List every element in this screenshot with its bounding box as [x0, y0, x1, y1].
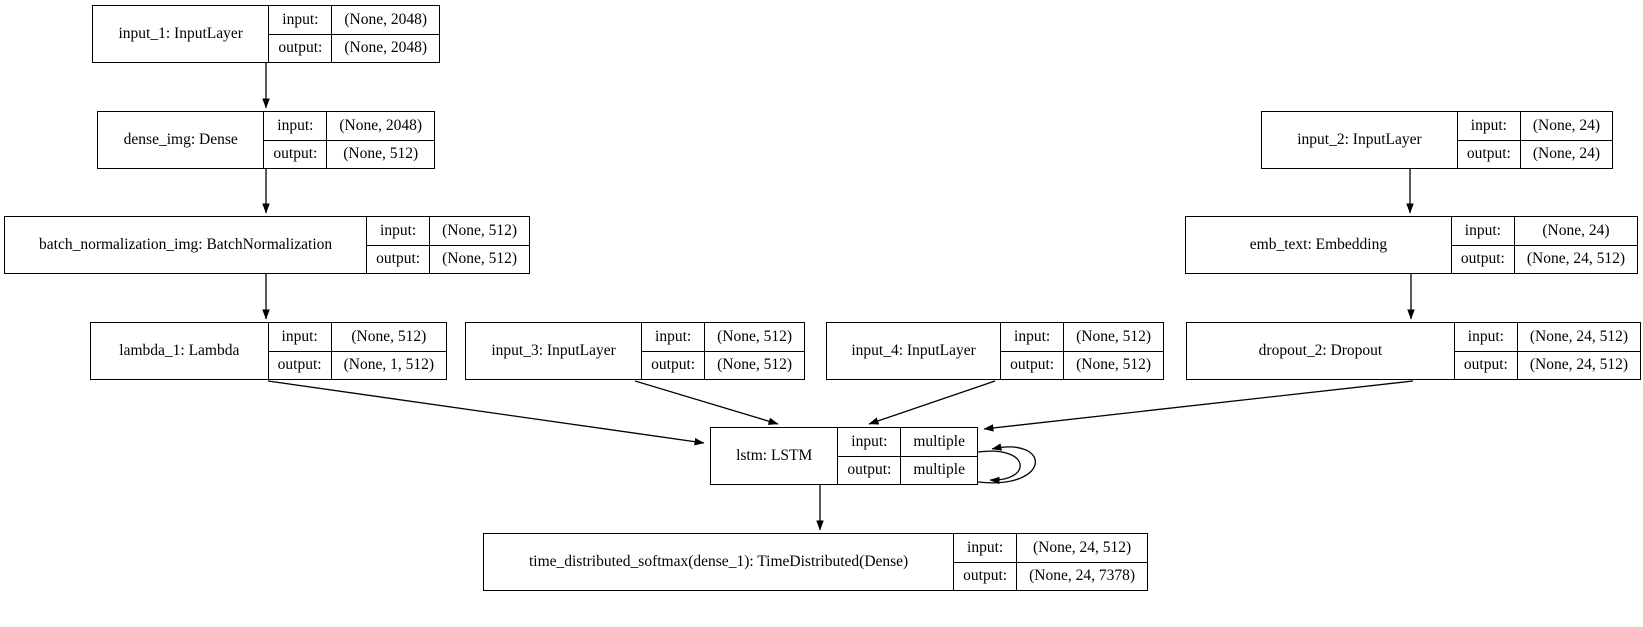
io-label-input: input: — [967, 538, 1004, 556]
io-label-output: output: — [367, 244, 430, 274]
output-shape: (None, 24) — [1520, 139, 1612, 169]
input-shape: (None, 512) — [442, 221, 517, 239]
output-shape: (None, 512) — [327, 139, 434, 169]
edge-lstm-self-loop-outer — [977, 443, 1036, 484]
edge-dropout2-to-lstm — [983, 380, 1414, 432]
node-time-distributed-softmax: time_distributed_softmax(dense_1): TimeD… — [483, 533, 1148, 591]
output-shape: (None, 512) — [430, 244, 529, 274]
io-label-input: input: — [1467, 327, 1504, 345]
input-shape: (None, 24) — [1532, 116, 1600, 134]
io-label-output: output: — [642, 350, 705, 380]
node-batch-normalization-img: batch_normalization_img: BatchNormalizat… — [4, 216, 530, 274]
input-shape: (None, 24, 512) — [1032, 538, 1132, 556]
layer-name: dropout_2: Dropout — [1258, 342, 1383, 359]
edge-lambda1-to-lstm — [267, 380, 705, 446]
io-label-output: output: — [268, 350, 331, 380]
node-lstm: lstm: LSTM input: output: multiple multi… — [710, 427, 978, 485]
layer-name: emb_text: Embedding — [1249, 236, 1388, 253]
node-input-2: input_2: InputLayer input: output: (None… — [1261, 111, 1613, 169]
layer-name: input_1: InputLayer — [118, 25, 243, 42]
layer-name: lstm: LSTM — [736, 447, 813, 464]
output-shape: (None, 24, 7378) — [1017, 561, 1147, 591]
layer-name: dense_img: Dense — [123, 131, 238, 148]
layer-name: input_3: InputLayer — [491, 342, 616, 359]
input-shape: (None, 512) — [351, 327, 427, 345]
edge-input4-to-lstm — [868, 380, 996, 425]
io-label-input: input: — [1464, 221, 1501, 239]
io-label-output: output: — [1454, 350, 1517, 380]
input-shape: (None, 2048) — [344, 10, 427, 28]
io-label-input: input: — [277, 116, 314, 134]
input-shape: (None, 24, 512) — [1529, 327, 1628, 345]
io-label-input: input: — [655, 327, 692, 345]
io-label-input: input: — [1470, 116, 1507, 134]
output-shape: (None, 1, 512) — [331, 350, 446, 380]
io-label-output: output: — [269, 33, 332, 63]
io-label-input: input: — [281, 327, 318, 345]
node-input-3: input_3: InputLayer input: output: (None… — [465, 322, 805, 380]
io-label-output: output: — [838, 455, 901, 485]
output-shape: multiple — [901, 455, 977, 485]
node-lambda-1: lambda_1: Lambda input: output: (None, 5… — [90, 322, 447, 380]
io-label-output: output: — [264, 139, 327, 169]
io-label-output: output: — [1001, 350, 1064, 380]
node-dropout-2: dropout_2: Dropout input: output: (None,… — [1186, 322, 1641, 380]
io-label-input: input: — [851, 432, 888, 450]
input-shape: (None, 24) — [1542, 221, 1610, 239]
layer-name: input_2: InputLayer — [1297, 131, 1422, 148]
output-shape: (None, 24, 512) — [1517, 350, 1640, 380]
layer-name: time_distributed_softmax(dense_1): TimeD… — [528, 553, 909, 570]
input-shape: (None, 2048) — [339, 116, 422, 134]
io-label-output: output: — [1457, 139, 1520, 169]
io-label-output: output: — [1451, 244, 1514, 274]
output-shape: (None, 2048) — [332, 33, 439, 63]
output-shape: (None, 24, 512) — [1514, 244, 1637, 274]
node-input-1: input_1: InputLayer input: output: (None… — [92, 5, 440, 63]
io-label-input: input: — [380, 221, 417, 239]
output-shape: (None, 512) — [1064, 350, 1163, 380]
edge-input3-to-lstm — [634, 380, 779, 425]
input-shape: (None, 512) — [1076, 327, 1151, 345]
io-label-output: output: — [954, 561, 1017, 591]
node-input-4: input_4: InputLayer input: output: (None… — [826, 322, 1164, 380]
input-shape: multiple — [913, 432, 965, 450]
edge-lstm-self-loop-inner — [977, 450, 1021, 485]
layer-name: lambda_1: Lambda — [119, 342, 240, 359]
io-label-input: input: — [282, 10, 319, 28]
node-emb-text: emb_text: Embedding input: output: (None… — [1185, 216, 1638, 274]
layer-name: batch_normalization_img: BatchNormalizat… — [39, 236, 333, 253]
node-dense-img: dense_img: Dense input: output: (None, 2… — [97, 111, 435, 169]
io-label-input: input: — [1014, 327, 1051, 345]
output-shape: (None, 512) — [705, 350, 804, 380]
input-shape: (None, 512) — [717, 327, 792, 345]
layer-name: input_4: InputLayer — [851, 342, 976, 359]
